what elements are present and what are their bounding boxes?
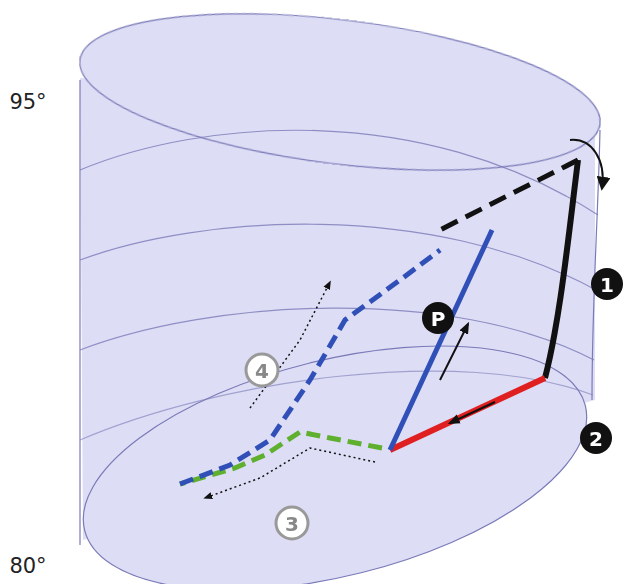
callout-number: P <box>431 309 446 329</box>
angle-label: 95° <box>9 92 46 113</box>
callout-number: 1 <box>600 275 614 295</box>
callout-number: 4 <box>255 361 269 381</box>
angle-label: 80° <box>9 556 46 577</box>
callout-number: 3 <box>285 514 299 534</box>
callout-number: 2 <box>589 429 603 449</box>
